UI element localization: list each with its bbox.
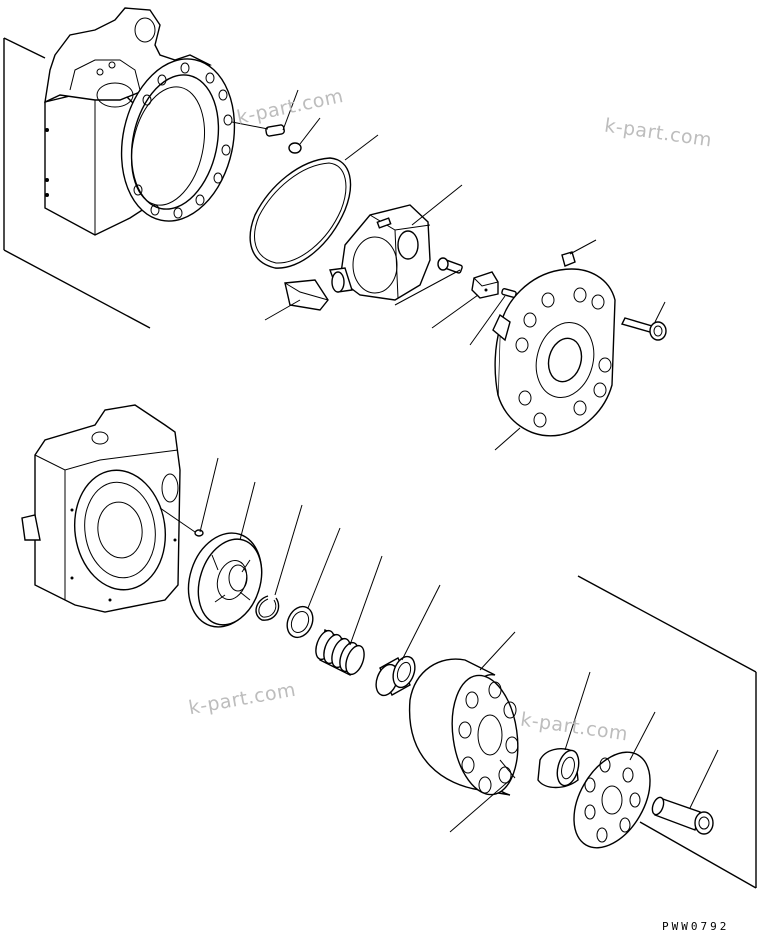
- valve-plate: [187, 481, 263, 628]
- snap-ring: [255, 504, 303, 621]
- hex-bolt: [394, 257, 463, 306]
- coil-spring: [315, 555, 383, 677]
- cylinder-block: [408, 631, 519, 833]
- drawing-code-label: PWW0792: [662, 920, 730, 933]
- plug: [288, 117, 321, 154]
- dowel-pin: [231, 89, 299, 137]
- pin: [194, 457, 219, 537]
- retainer-plate: [573, 711, 656, 849]
- upper-assembly-group: [3, 7, 667, 451]
- valve-block: [21, 404, 196, 613]
- motor-housing: [44, 7, 236, 236]
- o-ring: [249, 134, 379, 269]
- stopper: [431, 271, 499, 329]
- swash-plate: [329, 184, 463, 301]
- spacer-collar: [375, 584, 441, 697]
- socket-cap-screw: [620, 301, 667, 341]
- piston-assembly: [651, 749, 719, 835]
- end-cover: [492, 268, 616, 451]
- shoe-block: [264, 279, 329, 321]
- lower-assembly-group: [21, 404, 757, 889]
- spherical-bushing: [537, 671, 591, 789]
- small-plug: [561, 239, 597, 267]
- washer: [286, 527, 341, 639]
